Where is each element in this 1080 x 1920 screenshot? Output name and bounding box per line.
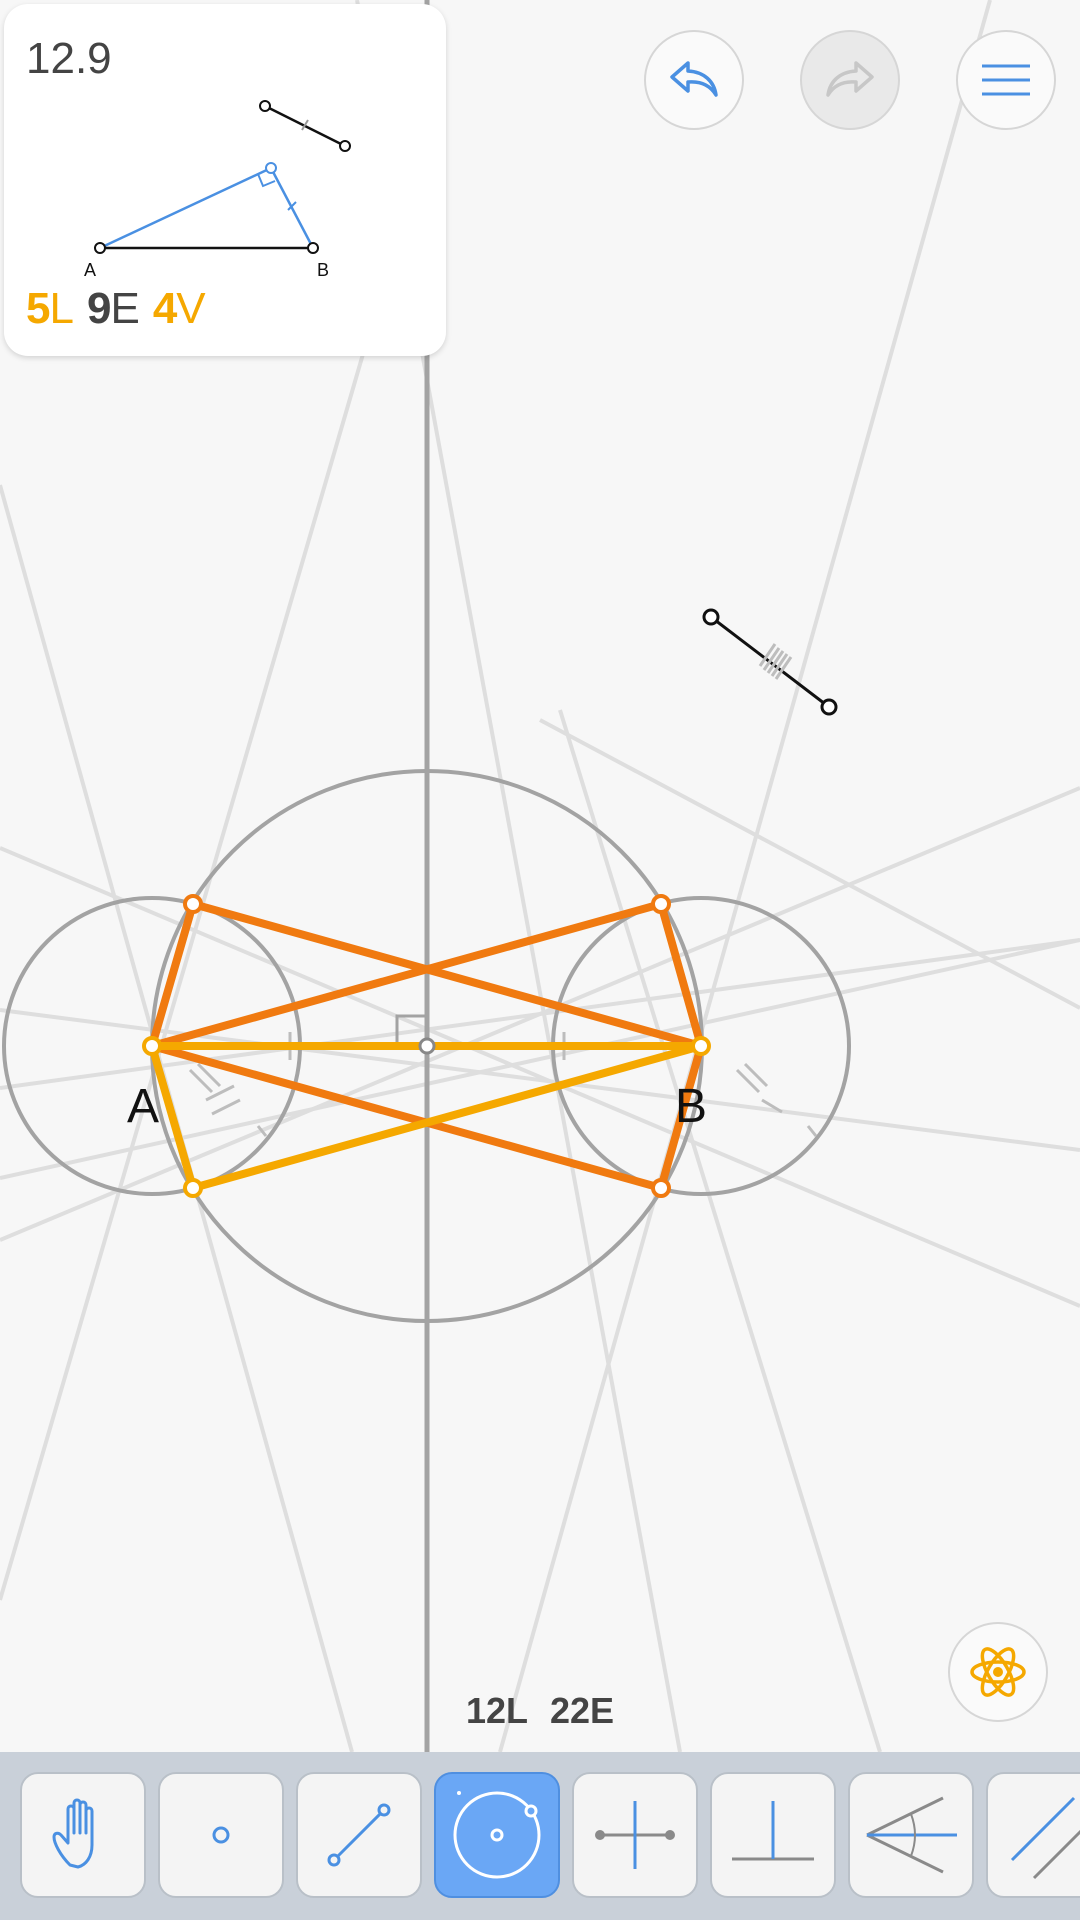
- score-lines-number: 5: [26, 284, 51, 333]
- redo-icon: [826, 61, 874, 97]
- given-segment: [702, 608, 838, 716]
- point-b: [691, 1036, 711, 1056]
- orange-segments: [148, 900, 705, 1192]
- tool-move[interactable]: [20, 1772, 146, 1898]
- score-vector-number: 4: [152, 284, 178, 333]
- menu-button[interactable]: [956, 30, 1056, 130]
- redo-button[interactable]: [800, 30, 900, 130]
- tool-bar: [0, 1752, 1080, 1920]
- right-angle-mark: [395, 1014, 427, 1046]
- parallel-icon: [1010, 1796, 1080, 1880]
- point-bottom-left: [183, 1178, 203, 1198]
- score-lines-unit: L: [49, 284, 74, 333]
- bisector-icon: [595, 1801, 675, 1869]
- hint-button[interactable]: [948, 1622, 1048, 1722]
- move-count: 12L 22E: [0, 1690, 1080, 1732]
- move-count-lines: 12L: [465, 1690, 528, 1731]
- point-a-label: A: [127, 1080, 159, 1133]
- tool-point[interactable]: [158, 1772, 284, 1898]
- point-top-right: [651, 894, 671, 914]
- point-top-left: [183, 894, 203, 914]
- score-euclid-unit: E: [110, 284, 139, 333]
- tool-perpendicular[interactable]: [710, 1772, 836, 1898]
- score-euclid-number: 9: [86, 284, 112, 333]
- point-midpoint: [418, 1037, 436, 1055]
- undo-icon: [670, 61, 718, 97]
- level-number: 12.9: [26, 34, 112, 83]
- line-icon: [327, 1803, 391, 1867]
- goal-label-a: A: [84, 260, 96, 280]
- goal-preview: A B: [84, 100, 351, 280]
- perpendicular-icon: [732, 1801, 814, 1861]
- menu-icon: [982, 64, 1030, 96]
- construction-points[interactable]: [142, 894, 711, 1198]
- point-icon: [212, 1826, 230, 1844]
- angle-bisector-icon: [866, 1796, 957, 1874]
- point-bottom-right: [651, 1178, 671, 1198]
- tool-parallel[interactable]: [986, 1772, 1080, 1898]
- tool-angle-bisector[interactable]: [848, 1772, 974, 1898]
- score-vector-unit: V: [176, 284, 205, 333]
- tool-perpendicular-bisector[interactable]: [572, 1772, 698, 1898]
- point-b-label: B: [675, 1080, 707, 1133]
- circle-icon: [453, 1791, 541, 1879]
- goal-label-b: B: [317, 260, 329, 280]
- atom-icon: [970, 1647, 1026, 1697]
- move-count-euclid: 22E: [550, 1690, 615, 1731]
- tool-circle[interactable]: [434, 1772, 560, 1898]
- point-a: [142, 1036, 162, 1056]
- hand-icon: [52, 1798, 94, 1869]
- undo-button[interactable]: [644, 30, 744, 130]
- tool-line[interactable]: [296, 1772, 422, 1898]
